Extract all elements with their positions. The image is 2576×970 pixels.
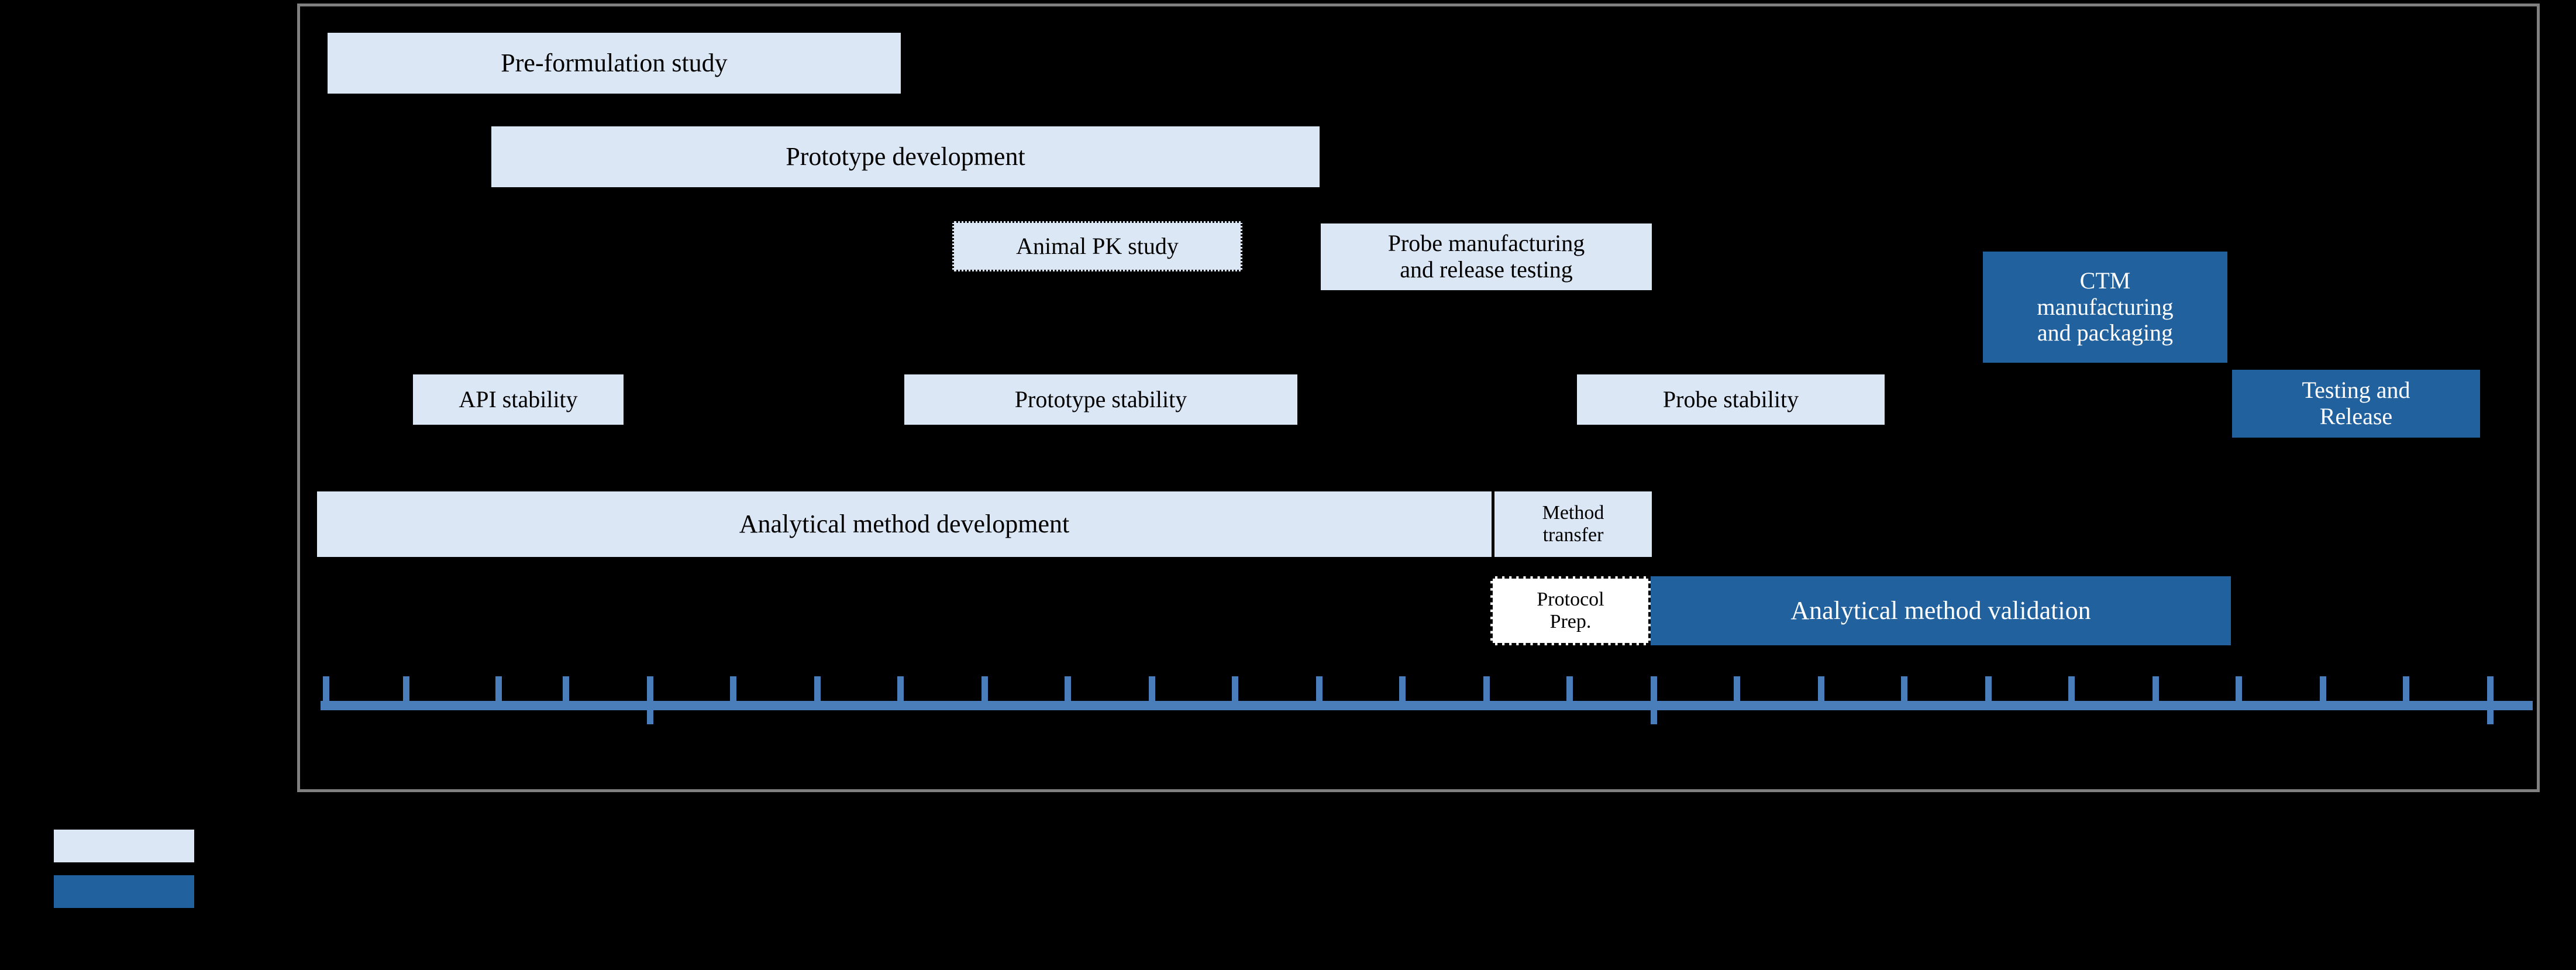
legend-swatch-light-icon: [54, 830, 194, 862]
timeline-tick-minor-24: [2320, 676, 2326, 701]
legend: [54, 830, 276, 921]
task-bar-probe-manufacturing-and-release-testing[interactable]: Probe manufacturing and release testing: [1321, 223, 1652, 290]
timeline-tick-minor-14: [1483, 676, 1490, 701]
gantt-plot-frame: [297, 4, 2540, 792]
task-bar-analytical-method-development[interactable]: Analytical method development: [317, 491, 1492, 557]
task-bar-api-stability[interactable]: API stability: [413, 374, 624, 425]
timeline-tick-minor-17: [1734, 676, 1740, 701]
timeline-tick-minor-21: [2068, 676, 2075, 701]
task-bar-ctm-manufacturing-and-packaging[interactable]: CTM manufacturing and packaging: [1983, 252, 2227, 363]
timeline-tick-minor-3: [563, 676, 569, 701]
timeline-axis-line: [321, 701, 2533, 710]
timeline-tick-major-4: [647, 676, 653, 724]
timeline-tick-minor-23: [2236, 676, 2242, 701]
task-bar-protocol-prep[interactable]: Protocol Prep.: [1490, 576, 1651, 645]
legend-item-dark: [54, 875, 276, 908]
task-bar-animal-pk-study[interactable]: Animal PK study: [952, 221, 1242, 271]
task-bar-prototype-stability[interactable]: Prototype stability: [904, 374, 1297, 425]
timeline-tick-minor-18: [1818, 676, 1824, 701]
task-bar-prototype-development[interactable]: Prototype development: [491, 126, 1320, 187]
legend-swatch-dark-icon: [54, 875, 194, 908]
timeline-tick-minor-20: [1985, 676, 1992, 701]
timeline-tick-minor-7: [897, 676, 904, 701]
timeline-tick-minor-0: [323, 676, 329, 701]
task-bar-analytical-method-validation[interactable]: Analytical method validation: [1651, 576, 2231, 645]
timeline-tick-major-26: [2487, 676, 2494, 724]
timeline-tick-minor-6: [814, 676, 821, 701]
legend-item-light: [54, 830, 276, 862]
task-bar-testing-and-release[interactable]: Testing and Release: [2232, 370, 2480, 438]
timeline-tick-minor-12: [1316, 676, 1323, 701]
timeline-tick-minor-2: [495, 676, 502, 701]
timeline-tick-minor-11: [1232, 676, 1238, 701]
timeline-tick-minor-10: [1149, 676, 1155, 701]
task-bar-pre-formulation-study[interactable]: Pre-formulation study: [328, 33, 901, 94]
timeline-tick-minor-13: [1399, 676, 1406, 701]
timeline-tick-minor-1: [403, 676, 409, 701]
timeline-tick-minor-25: [2403, 676, 2409, 701]
timeline-tick-major-16: [1651, 676, 1657, 724]
timeline-tick-minor-9: [1065, 676, 1071, 701]
timeline-tick-minor-22: [2153, 676, 2159, 701]
timeline-tick-minor-5: [730, 676, 736, 701]
task-bar-method-transfer[interactable]: Method transfer: [1492, 491, 1652, 557]
timeline-tick-minor-8: [982, 676, 988, 701]
timeline-tick-minor-15: [1566, 676, 1573, 701]
timeline-tick-minor-19: [1901, 676, 1907, 701]
task-bar-probe-stability[interactable]: Probe stability: [1577, 374, 1885, 425]
